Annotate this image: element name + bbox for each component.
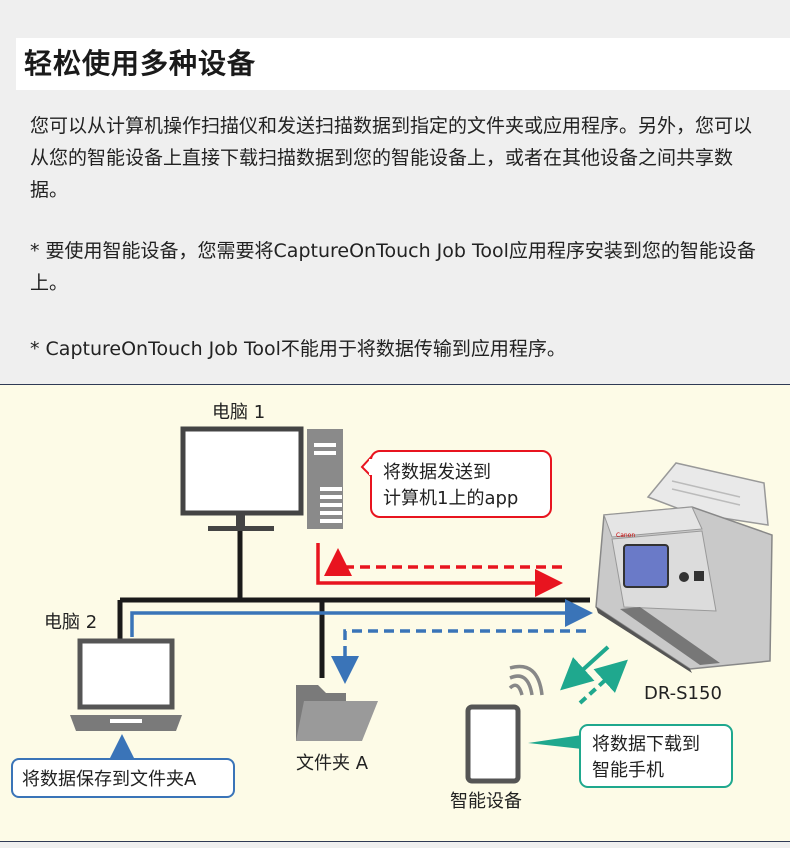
callout-app-line2: 计算机1上的app [383,488,518,509]
callout-save-to-folder: 将数据保存到文件夹A [11,758,235,798]
scanner-brand: Canon [616,532,635,539]
smartphone-icon [465,704,521,784]
tower-icon [307,429,343,529]
smart-device: 智能设备 [450,664,544,812]
smart-device-label: 智能设备 [450,791,522,812]
network-lines [117,525,590,678]
callout-phone-line1: 将数据下载到 [592,734,700,755]
callout-send-to-app: 将数据发送到 计算机1上的app [360,450,552,518]
teal-arrows [560,645,628,705]
page-title: 轻松使用多种设备 [24,47,257,80]
monitor-icon [180,426,304,516]
callout-download-to-phone: 将数据下载到 智能手机 [528,724,733,788]
computer-2: 电脑 2 [44,612,182,762]
note-smart-device: * 要使用智能设备，您需要将CaptureOnTouch Job Tool应用程… [30,240,756,294]
computer-1: 电脑 1 [180,402,343,531]
callout-app-line1: 将数据发送到 [383,462,491,483]
title-bar: 轻松使用多种设备 [16,38,790,90]
callout-folder-text: 将数据保存到文件夹A [22,769,197,790]
callout-phone-line2: 智能手机 [592,760,664,781]
wifi-icon [508,664,544,696]
laptop-icon [70,638,182,731]
folder-label: 文件夹 A [296,753,369,774]
folder-icon [296,685,378,741]
note-app-limitation: * CaptureOnTouch Job Tool不能用于将数据传输到应用程序。 [30,338,566,360]
scanner-dr-s150: Canon DR-S150 [595,462,773,704]
scanner-icon: Canon [595,462,773,673]
blue-arrows [130,599,593,684]
scanner-label: DR-S150 [644,683,722,704]
pc2-label: 电脑 2 [44,612,97,633]
description-paragraph: 您可以从计算机操作扫描仪和发送扫描数据到指定的文件夹或应用程序。另外，您可以从您… [30,115,753,201]
pc1-label: 电脑 1 [212,402,265,423]
network-diagram: 电脑 1 将数据发送到 计算机1上的app [0,384,790,842]
folder-a: 文件夹 A [296,685,378,774]
scanner-screen [623,544,669,588]
red-arrows [316,543,563,597]
